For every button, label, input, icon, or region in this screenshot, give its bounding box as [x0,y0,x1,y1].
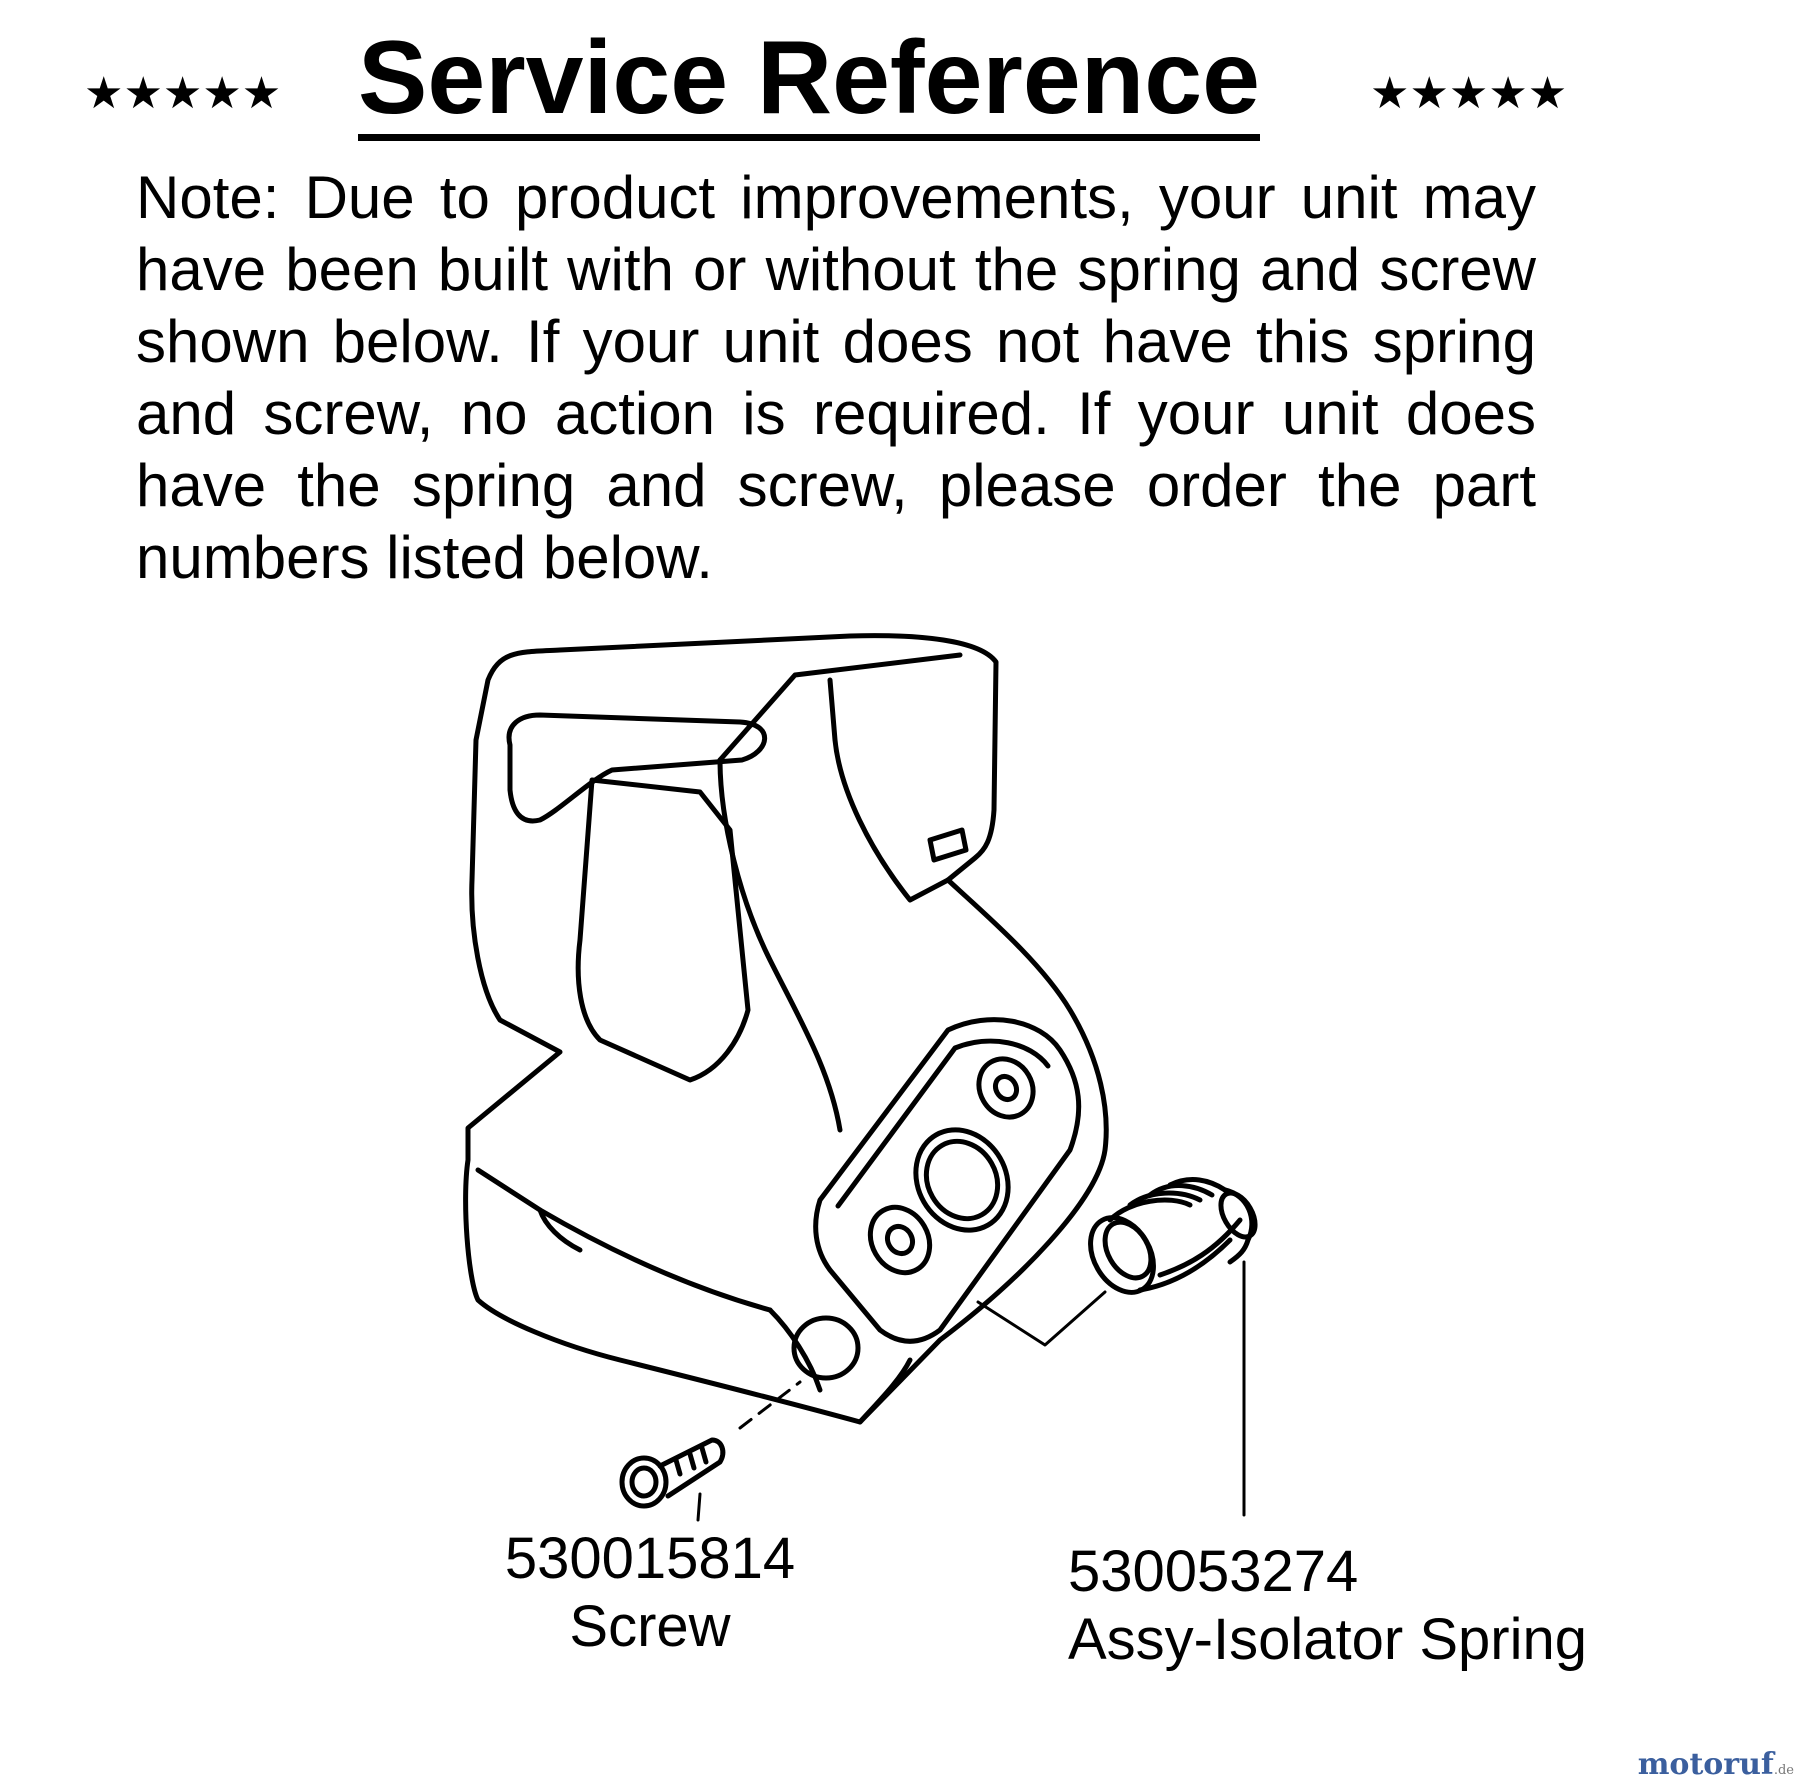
part-description: Assy-Isolator Spring [1068,1607,1587,1672]
leader-lines [696,1260,1246,1522]
stars-left: ★★★★★ [84,68,282,119]
part-description: Screw [569,1594,731,1659]
part-number: 530015814 [504,1526,796,1591]
spring-drawing [1088,1177,1258,1295]
part-number: 530053274 [1068,1539,1359,1604]
header: ★★★★★ Service Reference ★★★★★ [0,20,1800,141]
service-note: Note: Due to product improvements, your … [136,164,1536,591]
screw-drawing [619,1437,726,1509]
watermark-logo: motoruf.de [1637,1747,1794,1782]
part-label-screw: 530015814 Screw [480,1525,820,1661]
handle-housing-drawing [463,633,1109,1425]
page-title: Service Reference [358,26,1260,141]
part-label-spring: 530053274 Assy-Isolator Spring [1068,1538,1587,1674]
stars-right: ★★★★★ [1370,68,1568,119]
